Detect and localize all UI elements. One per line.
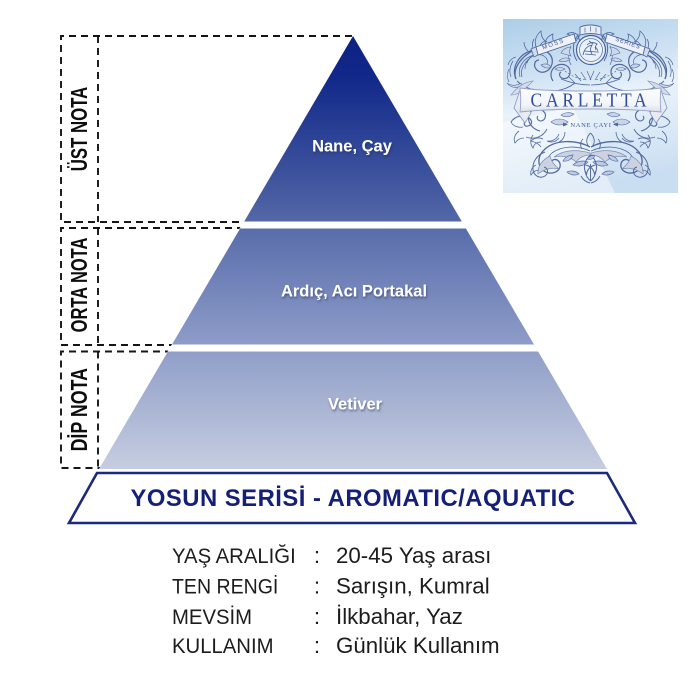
svg-text:CARLETTA: CARLETTA <box>531 91 651 112</box>
svg-text:YOSUN SERİSİ - AROMATIC/AQUA: YOSUN SERİSİ - AROMATIC/AQUATIC <box>131 485 576 512</box>
svg-text:TEN RENGİ: TEN RENGİ <box>172 575 278 599</box>
svg-text::: : <box>314 543 320 568</box>
svg-text:MEVSİM: MEVSİM <box>172 605 252 629</box>
svg-text::: : <box>314 604 320 629</box>
svg-text:20-45 Yaş arası: 20-45 Yaş arası <box>336 543 491 568</box>
svg-text:Nane, Çay: Nane, Çay <box>312 138 393 156</box>
svg-text:YAŞ ARALIĞI: YAŞ ARALIĞI <box>172 544 296 568</box>
svg-text:Vetiver: Vetiver <box>328 396 383 414</box>
svg-text:KULLANIM: KULLANIM <box>172 634 274 658</box>
svg-text:Ardıç, Acı Portakal: Ardıç, Acı Portakal <box>281 283 427 301</box>
svg-text:NANE ÇAYI: NANE ÇAYI <box>570 122 611 129</box>
svg-text:Günlük Kullanım: Günlük Kullanım <box>336 633 500 658</box>
svg-text:ÜST NOTA: ÜST NOTA <box>66 87 92 172</box>
svg-text::: : <box>314 574 320 599</box>
svg-text:İlkbahar, Yaz: İlkbahar, Yaz <box>336 604 463 629</box>
svg-text:ORTA NOTA: ORTA NOTA <box>67 238 92 333</box>
svg-text:Sarışın, Kumral: Sarışın, Kumral <box>336 574 490 599</box>
svg-text::: : <box>314 633 320 658</box>
svg-text:DİP NOTA: DİP NOTA <box>67 368 93 452</box>
